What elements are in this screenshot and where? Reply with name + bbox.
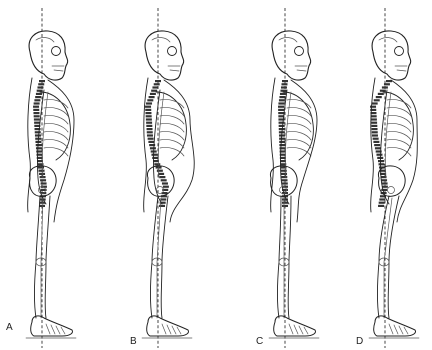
panel-label-c: C [256, 337, 263, 347]
skull-d [372, 31, 411, 80]
panel-label-a: A [6, 323, 13, 333]
skeleton-figure-a [26, 8, 76, 348]
skull-a [29, 31, 68, 80]
skull-b [145, 31, 184, 80]
panel-label-b: B [130, 337, 137, 347]
skull-c [272, 31, 311, 80]
skeleton-figure-c [269, 8, 319, 348]
spine-c [278, 80, 288, 207]
skeleton-figure-d [369, 8, 419, 348]
skeleton-figure-b [142, 8, 194, 348]
panel-label-d: D [356, 337, 363, 347]
